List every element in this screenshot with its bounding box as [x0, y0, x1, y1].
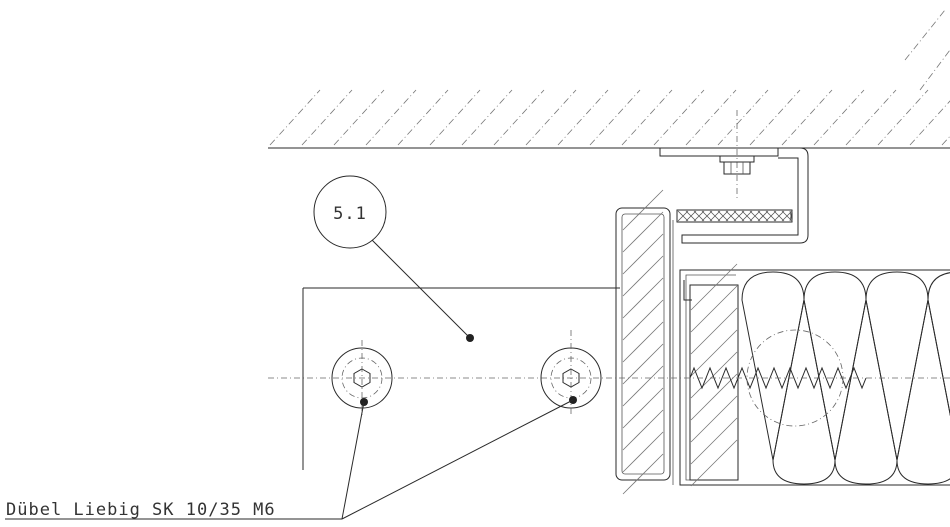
mounting-rail-outline: [302, 287, 620, 470]
hatched-panel-left: [615, 189, 671, 495]
upper-right-diagonals: [904, 9, 950, 91]
dowel-note-leaders: [5, 399, 574, 520]
c-profile: [672, 220, 740, 487]
insulation: [740, 269, 950, 486]
steel-bracket: [659, 110, 809, 244]
callout-label: 5.1: [333, 204, 367, 224]
ceiling-hatching: [269, 89, 950, 146]
dowel-left: [331, 340, 393, 416]
dowel-right: [540, 330, 602, 416]
cross-hatched-pad: [676, 209, 793, 223]
ceiling-slab: [268, 89, 950, 149]
callout-5-1: 5.1: [313, 175, 474, 342]
dowel-note: Dübel Liebig SK 10/35 M6: [6, 500, 276, 520]
